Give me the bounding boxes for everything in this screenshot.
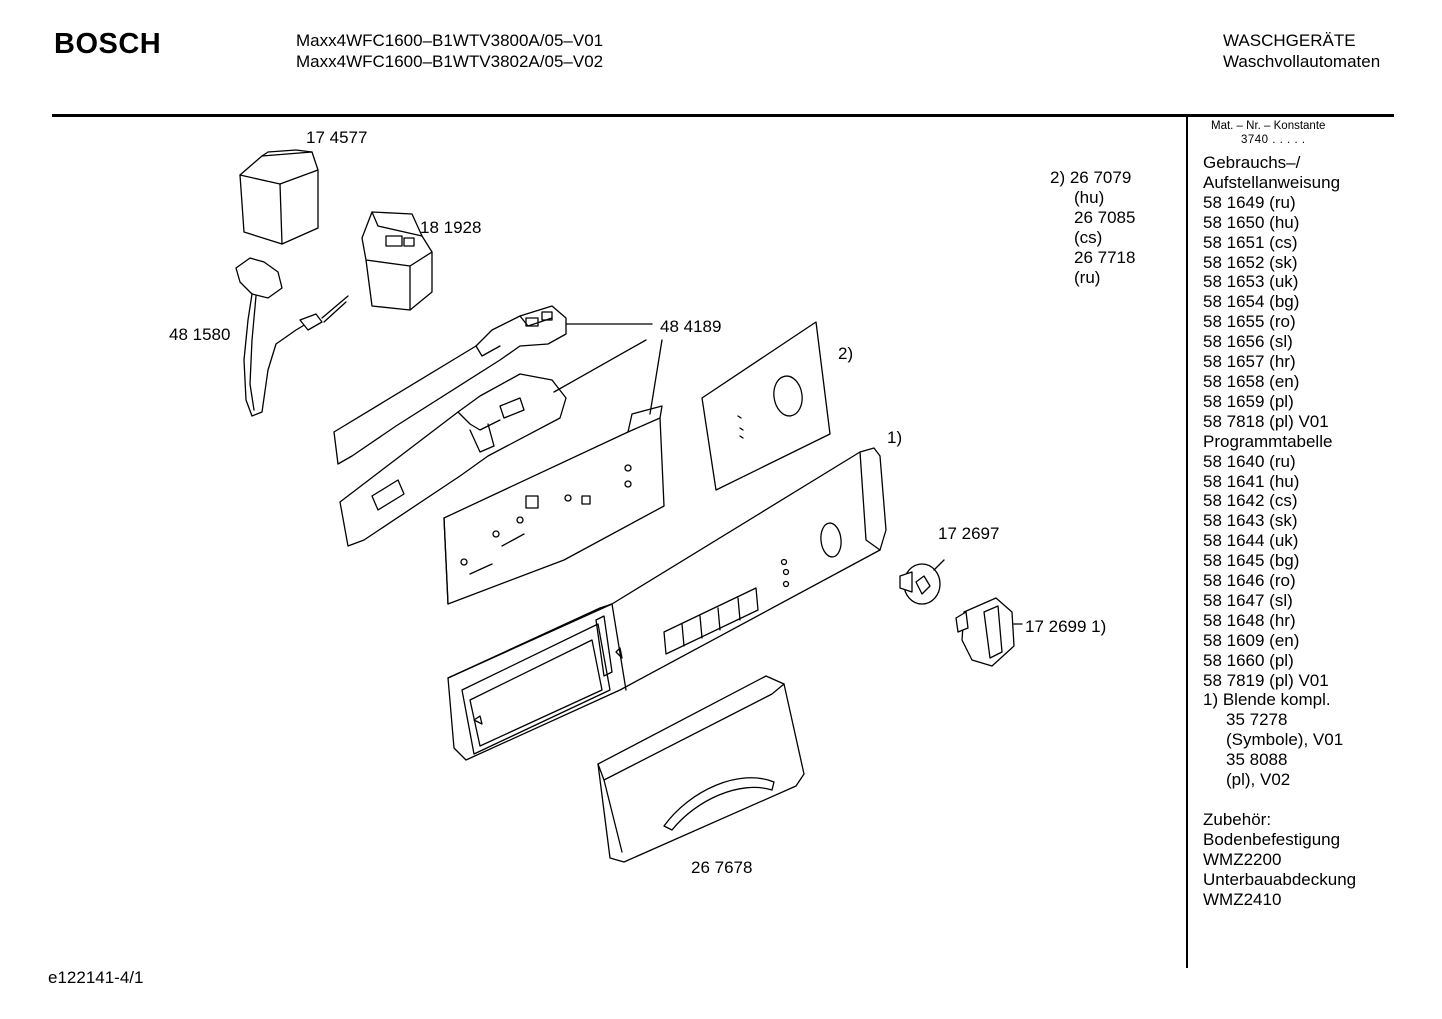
list-item: 58 1643 (sk) [1203,511,1298,531]
list-item: WMZ2410 [1203,889,1282,909]
knob-axle-part [899,559,945,605]
list-item: 58 1644 (uk) [1203,531,1299,551]
list-item: 58 7818 (pl) V01 [1203,411,1329,431]
list-item: 58 1658 (en) [1203,371,1300,391]
list-item: 58 1648 (hr) [1203,610,1296,630]
power-cord-part [235,257,349,417]
callout-174577: 17 4577 [306,128,368,147]
list-item: 1) Blende kompl. [1203,690,1331,710]
model-2: Maxx4WFC1600–B1WTV3802A/05–V02 [296,52,604,71]
callout-label-2: 2) [838,344,854,363]
list-item: 58 1651 (cs) [1203,232,1298,252]
parts-list: Gebrauchs–/ Aufstellanweisung 58 1649 (r… [1203,153,1356,909]
control-panel-part [447,447,887,761]
category: WASCHGERÄTE Waschvollautomaten [1223,30,1380,72]
list-item: 58 1649 (ru) [1203,192,1296,212]
list-item: Programmtabelle [1203,431,1333,451]
list-item: 58 1650 (hu) [1203,212,1300,232]
list-item: 58 7819 (pl) V01 [1203,670,1329,690]
list-item: 58 1657 (hr) [1203,352,1296,372]
list-item: 58 1653 (uk) [1203,272,1299,292]
list-item: Bodenbefestigung [1203,829,1341,849]
callout-181928: 18 1928 [420,218,482,237]
list-item: 58 1654 (bg) [1203,292,1300,312]
leader-lines [553,323,663,415]
filter-part [361,211,433,311]
callout-172699: 17 2699 1) [1025,617,1107,636]
cover-cap-part [239,149,319,245]
drawer-handle-part [597,675,805,863]
drawing-code: e122141-4/1 [48,968,144,987]
note-line: (hu) [1074,188,1105,207]
konstante-label: Mat. – Nr. – Konstante [1211,120,1326,132]
symbol-label-part [701,321,831,491]
model-1: Maxx4WFC1600–B1WTV3800A/05–V01 [296,31,604,50]
list-item: 58 1640 (ru) [1203,451,1296,471]
list-item: 58 1642 (cs) [1203,491,1298,511]
list-item: 58 1647 (sl) [1203,590,1293,610]
callout-172697: 17 2697 [938,524,1000,543]
category-sub: Waschvollautomaten [1223,52,1381,71]
list-item: (pl), V02 [1226,770,1291,790]
note-line: (ru) [1074,268,1101,287]
list-item: Aufstellanweisung [1203,172,1341,192]
category-main: WASCHGERÄTE [1223,31,1356,50]
accessories-heading: Zubehör: [1203,809,1272,829]
list-item: 35 8088 [1226,750,1288,770]
list-item: 58 1656 (sl) [1203,332,1293,352]
list-item: Gebrauchs–/ [1203,153,1301,172]
note-line: 26 7085 [1074,208,1136,227]
callout-481580: 48 1580 [169,325,231,344]
list-item: (Symbole), V01 [1226,730,1344,750]
model-list: Maxx4WFC1600–B1WTV3800A/05–V01 Maxx4WFC1… [296,30,603,72]
list-item: 58 1609 (en) [1203,630,1300,650]
list-item: WMZ2200 [1203,849,1282,869]
header-rule [52,114,1394,117]
note-2-parts: 2) 26 7079 (hu) 26 7085 (cs) 26 7718 (ru… [1050,168,1135,288]
callout-484189: 48 4189 [660,317,722,336]
brand-logo: BOSCH [54,28,162,60]
callout-label-1: 1) [887,428,903,447]
control-module-part [333,305,665,605]
note-line: 2) 26 7079 [1050,168,1132,187]
list-item: 58 1645 (bg) [1203,551,1300,571]
callout-267678: 26 7678 [691,858,753,877]
list-item: Unterbauabdeckung [1203,869,1357,889]
konstante-value: 3740 . . . . . [1241,134,1306,146]
list-item: 35 7278 [1226,710,1288,730]
list-item: 58 1646 (ro) [1203,571,1296,591]
list-item: 58 1655 (ro) [1203,312,1296,332]
note-line: 26 7718 [1074,248,1136,267]
list-item: 58 1660 (pl) [1203,650,1294,670]
list-item: 58 1652 (sk) [1203,252,1298,272]
sidebar-rule [1186,116,1188,968]
note-line: (cs) [1074,228,1103,247]
list-item: 58 1659 (pl) [1203,391,1294,411]
knob-part [955,597,1023,667]
list-item: 58 1641 (hu) [1203,471,1300,491]
